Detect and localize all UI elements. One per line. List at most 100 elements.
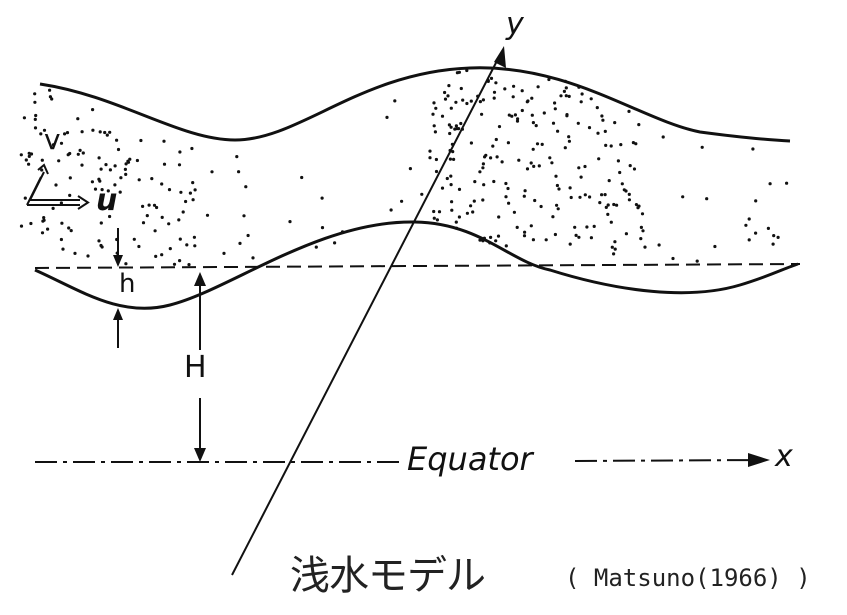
fluid-dot	[603, 129, 607, 133]
fluid-dot	[126, 159, 130, 163]
fluid-dot	[222, 251, 226, 255]
fluid-dot	[681, 195, 685, 199]
fluid-dot	[69, 229, 73, 233]
fluid-dot	[445, 176, 449, 181]
fluid-dot	[167, 222, 171, 226]
fluid-dot	[135, 158, 139, 163]
fluid-dot	[620, 182, 624, 186]
fluid-dot	[320, 226, 325, 230]
fluid-dot	[51, 143, 56, 147]
fluid-dot	[408, 167, 412, 171]
fluid-dot	[551, 121, 556, 125]
h-depth-label: h	[119, 269, 136, 299]
fluid-dot	[154, 254, 158, 258]
fluid-dot	[98, 130, 102, 134]
fluid-dot	[188, 191, 192, 195]
fluid-dot	[80, 130, 84, 134]
fluid-dot	[42, 128, 47, 132]
fluid-dot	[113, 183, 117, 187]
fluid-dot	[162, 162, 167, 166]
fluid-dot	[504, 181, 508, 186]
fluid-dot	[520, 89, 524, 93]
fluid-dot	[478, 100, 482, 104]
fluid-dot	[177, 163, 182, 167]
fluid-dot	[507, 201, 511, 205]
fluid-dot	[520, 108, 524, 113]
fluid-dot	[766, 226, 771, 230]
diagram-title: 浅水モデル	[290, 553, 486, 599]
fluid-dot	[48, 95, 53, 99]
fluid-dot	[589, 97, 593, 101]
fluid-dot	[476, 94, 480, 98]
fluid-dot	[494, 239, 498, 243]
fluid-dot	[160, 253, 164, 257]
fluid-dot	[531, 147, 535, 151]
fluid-dot	[522, 194, 526, 198]
fluid-dot	[613, 240, 617, 244]
fluid-dot	[636, 206, 640, 210]
fluid-dot	[448, 148, 452, 153]
fluid-dot	[533, 198, 537, 203]
fluid-dot	[482, 183, 486, 187]
fluid-dot	[631, 141, 636, 145]
fluid-dot	[440, 114, 445, 118]
fluid-dot	[57, 159, 61, 163]
fluid-dot	[771, 242, 775, 246]
fluid-dot	[530, 96, 534, 100]
fluid-dot	[478, 238, 482, 242]
fluid-dot	[600, 114, 604, 118]
fluid-dot	[486, 79, 490, 83]
fluid-dot	[525, 100, 529, 104]
fluid-dot	[137, 178, 141, 182]
fluid-dot	[81, 151, 85, 155]
fluid-dot	[99, 221, 103, 225]
fluid-dot	[19, 153, 23, 157]
fluid-dot	[210, 170, 214, 174]
fluid-dot	[567, 139, 572, 143]
fluid-dot	[172, 262, 177, 266]
fluid-dot	[612, 202, 616, 207]
fluid-dot	[73, 251, 77, 255]
fluid-dot	[86, 254, 90, 258]
fluid-dot	[535, 142, 540, 146]
fluid-dot	[661, 135, 665, 139]
fluid-dot	[314, 245, 318, 249]
fluid-dot	[99, 243, 103, 248]
fluid-dot	[193, 244, 197, 248]
fluid-dot	[516, 117, 520, 121]
fluid-dot	[400, 199, 404, 203]
fluid-dot	[559, 94, 563, 98]
fluid-dot	[29, 221, 33, 226]
fluid-dot	[539, 204, 543, 209]
fluid-dot	[181, 210, 185, 214]
fluid-dot	[550, 161, 554, 165]
fluid-dot	[389, 208, 393, 212]
fluid-dot	[152, 203, 157, 207]
fluid-dots	[19, 68, 789, 267]
fluid-dot	[454, 220, 458, 224]
fluid-dot	[59, 201, 64, 205]
fluid-dot	[99, 167, 103, 171]
fluid-dot	[33, 92, 37, 96]
fluid-dot	[340, 230, 345, 234]
fluid-dot	[627, 198, 632, 202]
fluid-dot	[609, 144, 613, 148]
fluid-dot	[585, 225, 589, 229]
fluid-dot	[54, 183, 58, 187]
fluid-dot	[61, 247, 65, 251]
fluid-dot	[48, 88, 52, 92]
fluid-dot	[33, 100, 37, 104]
fluid-dot	[68, 193, 72, 197]
fluid-dot	[235, 155, 239, 159]
fluid-dot	[515, 119, 520, 123]
fluid-dot	[34, 113, 38, 118]
fluid-dot	[137, 244, 141, 249]
fluid-dot	[529, 161, 533, 165]
fluid-dot	[512, 210, 517, 214]
fluid-dot	[454, 124, 458, 128]
fluid-dot	[555, 183, 560, 188]
fluid-dot	[320, 196, 324, 200]
fluid-dot	[78, 148, 82, 152]
fluid-dot	[610, 245, 614, 249]
